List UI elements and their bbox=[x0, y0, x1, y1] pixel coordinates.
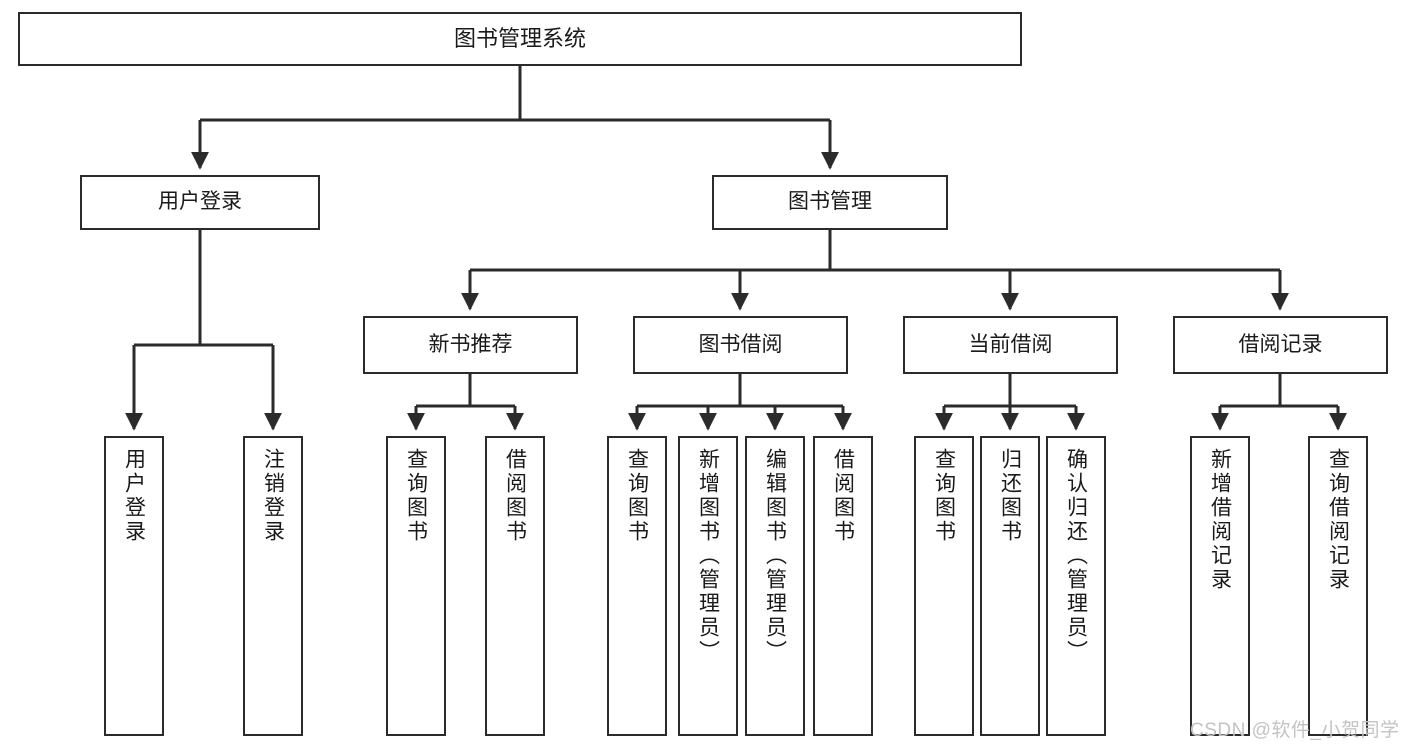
node-book-management[interactable]: 图书管理 bbox=[712, 175, 948, 230]
leaf-borrow-book-recommend-label: 借阅图书 bbox=[503, 448, 527, 544]
leaf-logout[interactable]: 注销登录 bbox=[243, 436, 303, 736]
node-new-book-recommend[interactable]: 新书推荐 bbox=[363, 316, 578, 374]
leaf-logout-label: 注销登录 bbox=[261, 448, 285, 544]
leaf-borrow-book-recommend[interactable]: 借阅图书 bbox=[485, 436, 545, 736]
leaf-query-book-borrow-label: 查询图书 bbox=[625, 448, 649, 544]
node-user-login[interactable]: 用户登录 bbox=[80, 175, 320, 230]
leaf-borrow-book[interactable]: 借阅图书 bbox=[813, 436, 873, 736]
leaf-query-book-current[interactable]: 查询图书 bbox=[914, 436, 974, 736]
node-current-borrow[interactable]: 当前借阅 bbox=[903, 316, 1118, 374]
node-new-book-recommend-label: 新书推荐 bbox=[428, 332, 513, 356]
leaf-user-login-label: 用户登录 bbox=[122, 448, 146, 544]
leaf-query-book-current-label: 查询图书 bbox=[932, 448, 956, 544]
leaf-add-book-admin[interactable]: 新增图书（管理员） bbox=[678, 436, 738, 736]
leaf-query-borrow-record-label: 查询借阅记录 bbox=[1326, 448, 1350, 592]
node-root[interactable]: 图书管理系统 bbox=[18, 12, 1022, 66]
node-borrow-records[interactable]: 借阅记录 bbox=[1173, 316, 1388, 374]
watermark: CSDN @软件_小贺同学 bbox=[1190, 720, 1400, 741]
node-current-borrow-label: 当前借阅 bbox=[968, 332, 1053, 356]
leaf-add-borrow-record[interactable]: 新增借阅记录 bbox=[1190, 436, 1250, 736]
leaf-add-borrow-record-label: 新增借阅记录 bbox=[1208, 448, 1232, 592]
node-book-borrow[interactable]: 图书借阅 bbox=[633, 316, 848, 374]
leaf-confirm-return-admin-label: 确认归还（管理员） bbox=[1064, 448, 1088, 664]
node-book-management-label: 图书管理 bbox=[788, 190, 872, 214]
leaf-query-book-recommend-label: 查询图书 bbox=[404, 448, 428, 544]
leaf-query-book-recommend[interactable]: 查询图书 bbox=[386, 436, 446, 736]
node-book-borrow-label: 图书借阅 bbox=[698, 332, 783, 356]
leaf-query-borrow-record[interactable]: 查询借阅记录 bbox=[1308, 436, 1368, 736]
node-user-login-label: 用户登录 bbox=[158, 190, 242, 214]
leaf-return-book[interactable]: 归还图书 bbox=[980, 436, 1040, 736]
node-borrow-records-label: 借阅记录 bbox=[1238, 332, 1323, 356]
leaf-return-book-label: 归还图书 bbox=[998, 448, 1022, 544]
leaf-borrow-book-label: 借阅图书 bbox=[831, 448, 855, 544]
leaf-edit-book-admin[interactable]: 编辑图书（管理员） bbox=[745, 436, 805, 736]
leaf-edit-book-admin-label: 编辑图书（管理员） bbox=[763, 448, 787, 664]
leaf-add-book-admin-label: 新增图书（管理员） bbox=[696, 448, 720, 664]
leaf-user-login[interactable]: 用户登录 bbox=[104, 436, 164, 736]
node-root-label: 图书管理系统 bbox=[453, 26, 586, 52]
leaf-confirm-return-admin[interactable]: 确认归还（管理员） bbox=[1046, 436, 1106, 736]
leaf-query-book-borrow[interactable]: 查询图书 bbox=[607, 436, 667, 736]
